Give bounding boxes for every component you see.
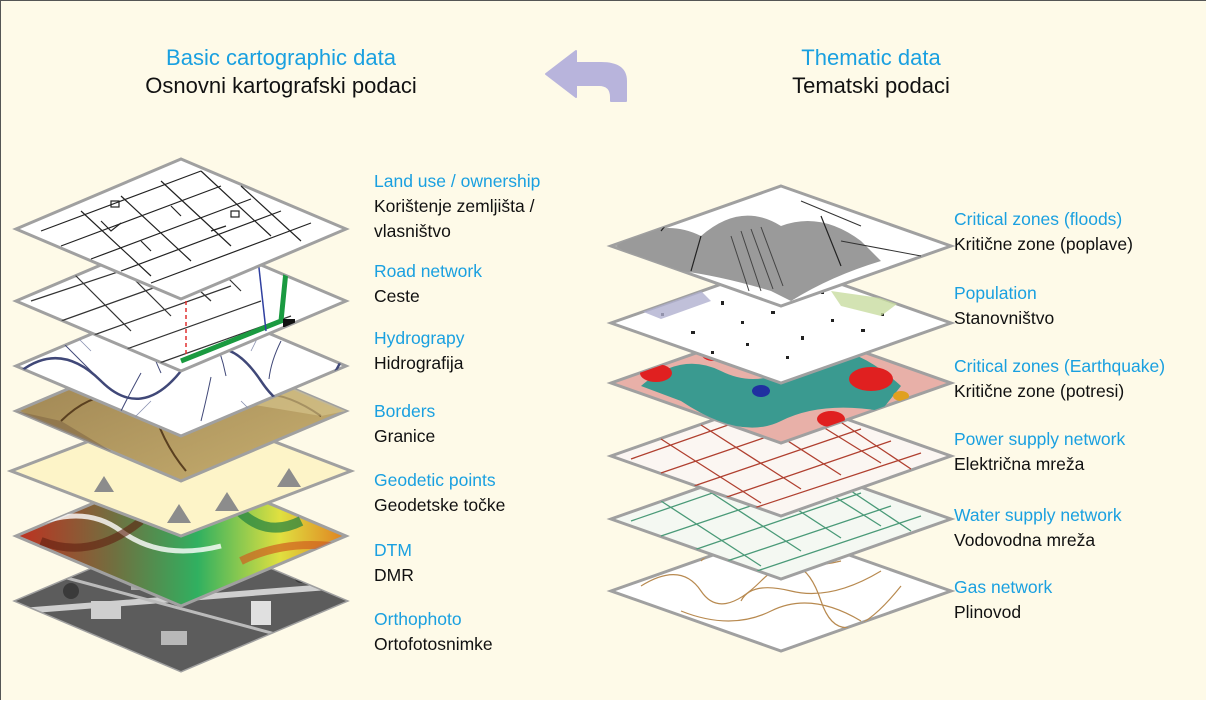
label-english: Water supply network [954,505,1122,525]
triangle-icon [167,504,191,523]
label-english: Borders [374,401,436,421]
label-croatian: Granice [374,426,436,446]
left-header: Basic cartographic data Osnovni kartogra… [96,44,466,100]
label-geodetic-points: Geodetic points Geodetske točke [374,468,505,518]
water-supply-layer [606,457,956,581]
label-population: Population Stanovništvo [954,281,1054,331]
triangle-icon [277,468,301,487]
right-header-croatian: Tematski podaci [792,73,950,98]
label-english: Orthophoto [374,609,462,629]
right-header-english: Thematic data [801,45,941,70]
label-orthophoto: Orthophoto Ortofotosnimke [374,607,493,657]
label-croatian: Ortofotosnimke [374,634,493,654]
label-croatian: Kritične zone (potresi) [954,381,1125,401]
label-croatian: Korištenje zemljišta / [374,196,535,216]
label-critical-zones-earthquake: Critical zones (Earthquake) Kritične zon… [954,354,1165,404]
triangle-icon [94,476,114,492]
label-critical-zones-floods: Critical zones (floods) Kritične zone (p… [954,207,1133,257]
label-croatian: Hidrografija [374,353,464,373]
label-croatian: Električna mreža [954,454,1085,474]
label-gas-network: Gas network Plinovod [954,575,1052,625]
label-croatian: Plinovod [954,602,1022,622]
label-croatian: Geodetske točke [374,495,506,515]
label-croatian: DMR [374,565,414,585]
right-header: Thematic data Tematski podaci [761,44,981,100]
label-english: Critical zones (floods) [954,209,1123,229]
population-layer [606,261,956,385]
label-road-network: Road network Ceste [374,259,482,309]
floods-zones-layer [606,184,956,308]
label-croatian: Stanovništvo [954,308,1055,328]
left-header-english: Basic cartographic data [166,45,396,70]
label-hydrography: Hydrograpy Hidrografija [374,326,464,376]
label-dtm: DTM DMR [374,538,414,588]
triangle-icon [215,492,239,511]
label-english: Critical zones (Earthquake) [954,356,1166,376]
label-english: Hydrograpy [374,328,465,348]
left-header-croatian: Osnovni kartografski podaci [145,73,417,98]
label-croatian: Ceste [374,286,420,306]
label-english: DTM [374,540,412,560]
label-croatian: Vodovodna mreža [954,530,1096,550]
label-borders: Borders Granice [374,399,435,449]
curved-left-arrow-icon [545,50,627,102]
label-english: Land use / ownership [374,171,541,191]
power-supply-layer [606,394,956,518]
label-croatian: Kritične zone (poplave) [954,234,1133,254]
gas-network-layer [606,529,956,653]
land-use-layer [12,157,350,301]
label-power-supply: Power supply network Električna mreža [954,427,1125,477]
label-english: Road network [374,261,482,281]
label-english: Geodetic points [374,470,496,490]
label-croatian-line2: vlasništvo [374,221,451,241]
label-english: Power supply network [954,429,1126,449]
label-english: Gas network [954,577,1053,597]
label-water-supply: Water supply network Vodovodna mreža [954,503,1122,553]
label-land-use: Land use / ownership Korištenje zemljišt… [374,169,540,244]
label-english: Population [954,283,1037,303]
